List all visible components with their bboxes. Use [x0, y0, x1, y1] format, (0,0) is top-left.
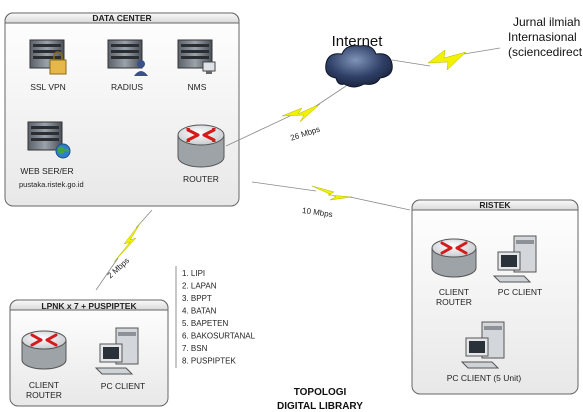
lpnk-router-icon	[21, 330, 67, 370]
lpnk-group: LPNK x 7 + PUSPIPTEK CLIENT ROUTER PC CL…	[9, 299, 169, 407]
web-domain-label: pustaka.ristek.go.id	[19, 180, 84, 189]
member-list: 1. LIPI 2. LAPAN 3. BPPT 4. BATAN 5. BAPETEN…	[182, 269, 256, 366]
internet-label: Internet	[332, 33, 384, 50]
internet-external-link	[391, 47, 501, 71]
member-item: 8. PUSPIPTEK	[182, 357, 236, 366]
ssl-vpn-server-icon	[29, 39, 67, 75]
ristek-router-label-1: CLIENT	[439, 287, 469, 297]
nms-server-icon	[177, 39, 216, 74]
router-internet-link	[225, 85, 347, 147]
external-line-1: Jurnal ilmiah	[513, 15, 580, 29]
member-item: 4. BATAN	[182, 307, 217, 316]
radius-server-icon	[107, 39, 148, 76]
web-server-icon	[27, 121, 71, 159]
data-center-router-label: ROUTER	[183, 174, 219, 184]
member-item: 2. LAPAN	[182, 282, 217, 291]
radius-label: RADIUS	[111, 82, 143, 92]
ristek-pc-client-5-icon	[460, 321, 505, 369]
ssl-vpn-label: SSL VPN	[30, 82, 66, 92]
ristek-router-label-2: ROUTER	[436, 297, 472, 307]
web-server-label: WEB SER/ER	[20, 166, 73, 176]
data-center-router-icon	[177, 124, 225, 168]
data-center-group: DATA CENTER SSL VPN RADIUS	[4, 12, 240, 207]
ristek-speed-label: 10 Mbps	[302, 206, 334, 219]
lpnk-speed-label: 2 Mbps	[106, 256, 132, 280]
data-center-title: DATA CENTER	[92, 13, 151, 23]
ristek-pc-client-label: PC CLIENT	[498, 287, 542, 297]
internet-cloud-icon	[325, 45, 393, 88]
datacenter-lpnk-link	[95, 209, 153, 291]
member-item: 6. BAKOSURTANAL	[182, 332, 256, 341]
ristek-router-icon	[431, 238, 477, 278]
member-item: 1. LIPI	[182, 269, 205, 278]
caption-line-2: DIGITAL LIBRARY	[277, 401, 363, 412]
member-item: 7. BSN	[182, 344, 208, 353]
data-center-title-bar	[4, 12, 240, 24]
router-ristek-link	[251, 181, 411, 211]
ristek-title-bar	[411, 199, 579, 211]
ristek-pc-client-5-label: PC CLIENT (5 Unit)	[447, 373, 522, 383]
nms-label: NMS	[188, 82, 207, 92]
member-item: 3. BPPT	[182, 294, 212, 303]
caption-line-1: TOPOLOGI	[294, 387, 347, 398]
lpnk-title: LPNK x 7 + PUSPIPTEK	[41, 301, 137, 311]
lpnk-title-bar	[9, 299, 169, 311]
lpnk-router-label-1: CLIENT	[29, 380, 59, 390]
lpnk-router-label-2: ROUTER	[26, 390, 62, 400]
internet-speed-label: 26 Mbps	[289, 125, 321, 143]
external-line-2: Internasional	[508, 30, 577, 44]
ristek-group: RISTEK CLIENT ROUTER PC CLIENT PC CLIENT…	[411, 199, 579, 395]
lpnk-pc-client-label: PC CLIENT	[101, 381, 145, 391]
external-line-3: (sciencedirect	[508, 45, 583, 59]
member-item: 5. BAPETEN	[182, 319, 228, 328]
lpnk-pc-client-icon	[94, 327, 139, 375]
ristek-title: RISTEK	[479, 200, 511, 210]
ristek-pc-client-icon	[492, 235, 537, 283]
